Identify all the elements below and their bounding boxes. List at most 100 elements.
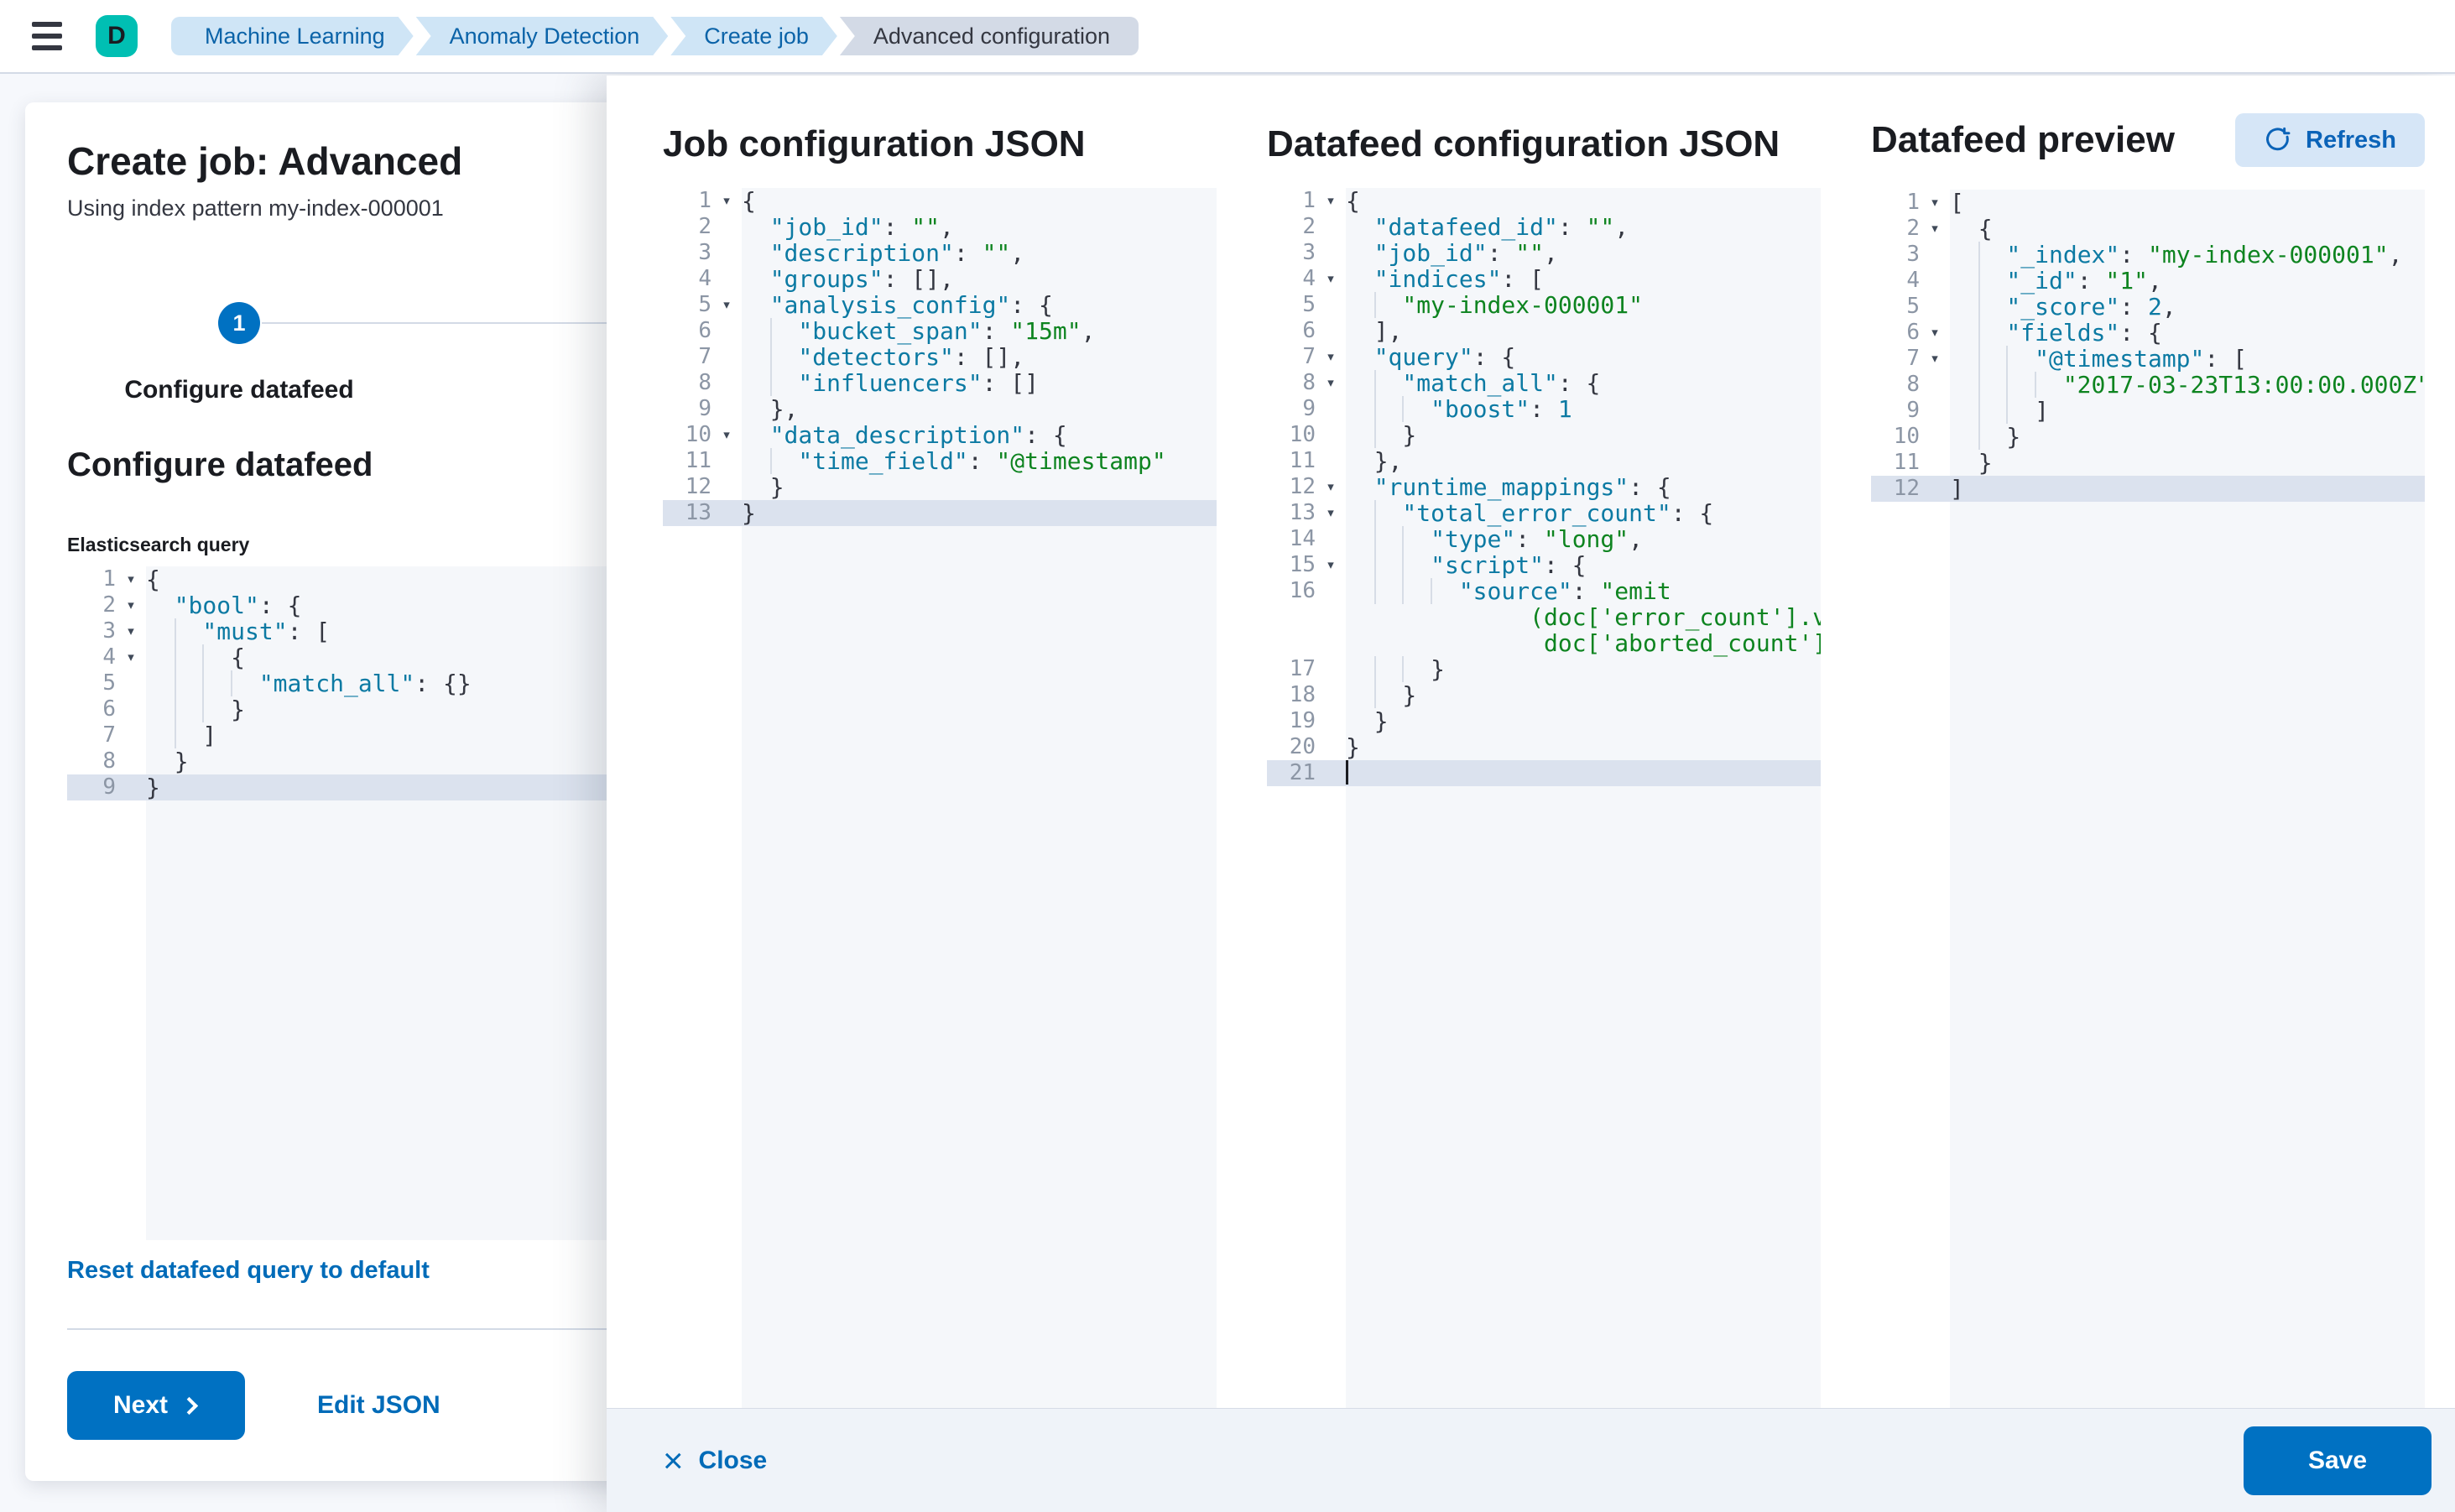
line-number: 4 bbox=[1302, 266, 1316, 291]
code-line: 3 "_index": "my-index-000001", bbox=[1871, 242, 2425, 268]
line-number: 4 bbox=[698, 266, 711, 291]
line-number: 16 bbox=[1289, 578, 1316, 603]
code-text: "bucket_span": "15m", bbox=[742, 318, 1217, 344]
fold-arrow-icon[interactable]: ▾ bbox=[1327, 479, 1334, 494]
line-number: 9 bbox=[698, 396, 711, 421]
fold-arrow-icon[interactable]: ▾ bbox=[128, 623, 134, 639]
space-avatar[interactable]: D bbox=[96, 15, 138, 57]
line-number: 5 bbox=[102, 670, 116, 696]
code-line: 4▾ { bbox=[67, 644, 621, 670]
code-text: { bbox=[742, 188, 756, 215]
code-line: 3▾ "must": [ bbox=[67, 618, 621, 644]
fold-arrow-icon[interactable]: ▾ bbox=[128, 649, 134, 665]
code-text: "fields": { bbox=[1950, 320, 2425, 346]
line-number: 21 bbox=[1289, 760, 1316, 785]
code-text: "my-index-000001" bbox=[1346, 292, 1821, 318]
refresh-button[interactable]: Refresh bbox=[2235, 113, 2425, 167]
breadcrumb-anomaly-detection[interactable]: Anomaly Detection bbox=[416, 17, 669, 55]
fold-arrow-icon[interactable]: ▾ bbox=[1931, 221, 1938, 236]
code-text: [ bbox=[1950, 190, 1964, 216]
code-line: (doc['error_count'].value + bbox=[1267, 604, 1821, 630]
fold-arrow-icon[interactable]: ▾ bbox=[1327, 349, 1334, 364]
line-number: 4 bbox=[102, 644, 116, 670]
fold-arrow-icon[interactable]: ▾ bbox=[1931, 325, 1938, 340]
text-cursor bbox=[1346, 760, 1348, 785]
elasticsearch-query-editor[interactable]: 1▾{2▾ "bool": {3▾ "must": [4▾ {5 "match_… bbox=[67, 566, 621, 1240]
fold-gutter bbox=[1920, 372, 1950, 398]
code-text: } bbox=[1346, 733, 1360, 761]
close-button[interactable]: × Close bbox=[663, 1440, 768, 1480]
code-line: 9 }, bbox=[663, 396, 1217, 422]
fold-gutter bbox=[1316, 292, 1346, 318]
fold-arrow-icon[interactable]: ▾ bbox=[723, 297, 730, 312]
line-number: 9 bbox=[1302, 396, 1316, 421]
menu-icon[interactable] bbox=[32, 15, 62, 57]
line-number: 5 bbox=[698, 292, 711, 317]
step-1-indicator[interactable]: 1 bbox=[218, 302, 260, 344]
code-text: { bbox=[1978, 215, 1993, 242]
code-text: { bbox=[146, 566, 160, 593]
fold-arrow-icon[interactable]: ▾ bbox=[128, 597, 134, 613]
next-button[interactable]: Next bbox=[67, 1371, 245, 1440]
code-line: 1▾{ bbox=[67, 566, 621, 592]
step-connector-line bbox=[262, 322, 638, 324]
refresh-icon bbox=[2266, 127, 2291, 151]
fold-arrow-icon[interactable]: ▾ bbox=[1327, 557, 1334, 572]
code-text: ] bbox=[146, 722, 621, 748]
edit-json-link[interactable]: Edit JSON bbox=[317, 1391, 440, 1419]
code-text: "_score": 2, bbox=[1950, 294, 2425, 320]
create-job-panel: Create job: Advanced Using index pattern… bbox=[25, 102, 638, 1481]
fold-arrow-icon[interactable]: ▾ bbox=[1931, 195, 1938, 210]
code-line: 15▾ "script": { bbox=[1267, 552, 1821, 578]
line-number: 3 bbox=[1302, 240, 1316, 265]
breadcrumb-create-job[interactable]: Create job bbox=[670, 17, 837, 55]
card-divider bbox=[67, 1328, 638, 1330]
line-number: 11 bbox=[1893, 450, 1920, 475]
line-number: 7 bbox=[1302, 344, 1316, 369]
fold-arrow-icon[interactable]: ▾ bbox=[1327, 375, 1334, 390]
fold-arrow-icon[interactable]: ▾ bbox=[1327, 271, 1334, 286]
code-line: 4 "groups": [], bbox=[663, 266, 1217, 292]
fold-arrow-icon[interactable]: ▾ bbox=[1327, 505, 1334, 520]
code-text: { bbox=[1346, 188, 1360, 215]
fold-gutter bbox=[1920, 450, 1950, 476]
line-number: 6 bbox=[1906, 320, 1920, 345]
code-text: "analysis_config": { bbox=[769, 291, 1053, 319]
code-text: }, bbox=[1373, 447, 1403, 475]
line-number: 12 bbox=[685, 474, 711, 499]
datafeed-config-json-editor[interactable]: 1▾{2 "datafeed_id": "",3 "job_id": "",4▾… bbox=[1267, 188, 1821, 1408]
code-text: "detectors": [], bbox=[742, 344, 1217, 370]
line-number: 10 bbox=[1289, 422, 1316, 447]
fold-gutter bbox=[116, 748, 146, 774]
fold-gutter bbox=[711, 214, 742, 240]
datafeed-preview-editor: 1▾[2▾ {3 "_index": "my-index-000001",4 "… bbox=[1871, 190, 2425, 1408]
fold-arrow-icon[interactable]: ▾ bbox=[128, 571, 134, 587]
reset-datafeed-query-link[interactable]: Reset datafeed query to default bbox=[67, 1257, 430, 1284]
save-button[interactable]: Save bbox=[2244, 1426, 2432, 1495]
fold-arrow-icon[interactable]: ▾ bbox=[723, 193, 730, 208]
code-line: 8▾ "match_all": { bbox=[1267, 370, 1821, 396]
code-text: "script": { bbox=[1346, 552, 1821, 578]
code-text: }, bbox=[769, 395, 799, 423]
code-line: 11 }, bbox=[1267, 448, 1821, 474]
fold-gutter bbox=[1316, 526, 1346, 552]
breadcrumb-machine-learning[interactable]: Machine Learning bbox=[171, 17, 414, 55]
wizard-steps: 1 Configure datafeed bbox=[67, 302, 638, 445]
datafeed-preview-column: Datafeed preview Refresh 1▾[2▾ {3 "_inde… bbox=[1871, 76, 2425, 1408]
code-text: "runtime_mappings": { bbox=[1373, 473, 1671, 501]
line-number: 6 bbox=[698, 318, 711, 343]
fold-arrow-icon[interactable]: ▾ bbox=[1327, 193, 1334, 208]
fold-arrow-icon[interactable]: ▾ bbox=[723, 427, 730, 442]
fold-arrow-icon[interactable]: ▾ bbox=[1931, 351, 1938, 366]
code-line: 8 "2017-03-23T13:00:00.000Z" bbox=[1871, 372, 2425, 398]
top-navigation-bar: D Machine Learning Anomaly Detection Cre… bbox=[0, 0, 2455, 74]
elasticsearch-query-label: Elasticsearch query bbox=[67, 534, 250, 555]
code-text: "_id": "1", bbox=[1950, 268, 2425, 294]
page-title: Create job: Advanced bbox=[67, 139, 463, 183]
fold-gutter bbox=[711, 448, 742, 474]
job-config-column: Job configuration JSON 1▾{2 "job_id": ""… bbox=[663, 76, 1217, 1408]
json-editor-flyout: Job configuration JSON 1▾{2 "job_id": ""… bbox=[607, 76, 2455, 1512]
line-number: 2 bbox=[102, 592, 116, 618]
code-line: 8 } bbox=[67, 748, 621, 774]
job-config-json-editor[interactable]: 1▾{2 "job_id": "",3 "description": "",4 … bbox=[663, 188, 1217, 1408]
